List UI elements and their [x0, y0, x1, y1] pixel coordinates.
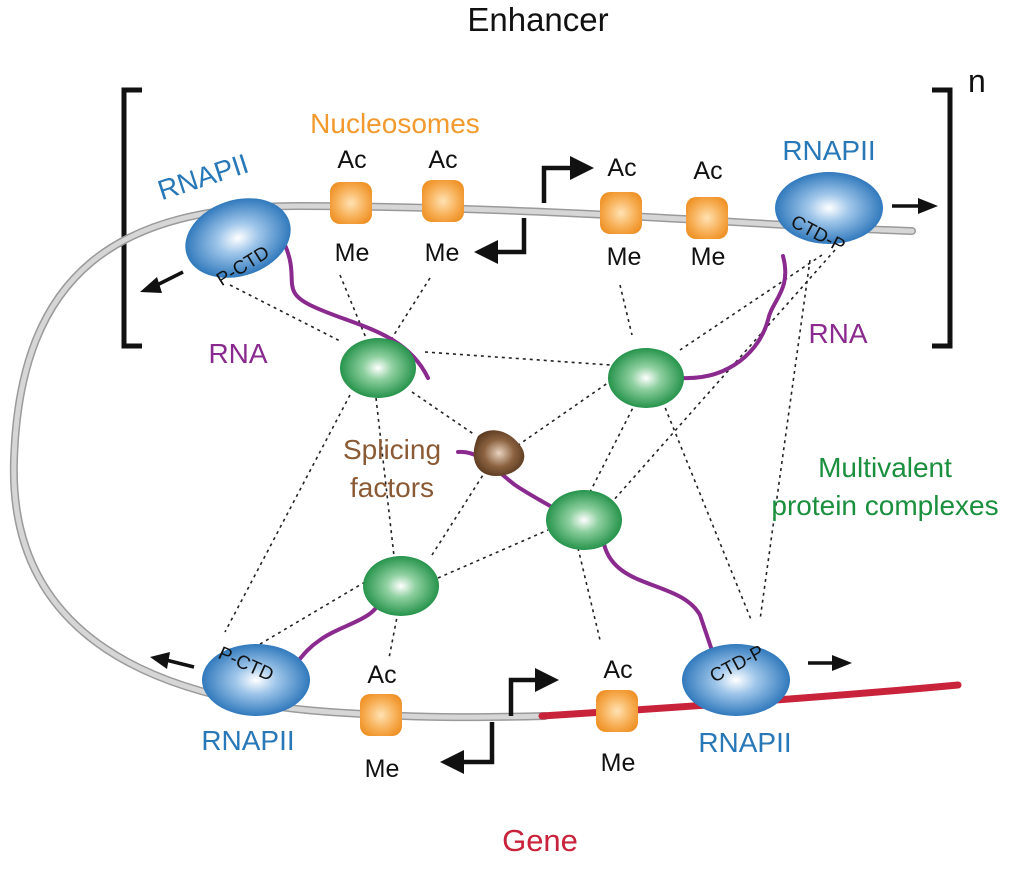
ac-mark: Ac [337, 146, 366, 174]
rnapii-top-left [185, 198, 291, 278]
nucleosome [686, 197, 728, 239]
multivalent-label-line2: protein complexes [771, 490, 998, 521]
ac-mark: Ac [603, 656, 632, 684]
enhancer-bracket-left [121, 87, 142, 349]
ac-mark: Ac [693, 157, 722, 185]
multivalent-label-line1: Multivalent [818, 452, 952, 483]
me-mark: Me [365, 755, 400, 783]
protein-complex [363, 556, 439, 616]
me-mark: Me [691, 243, 726, 271]
dna-strand [9, 201, 916, 722]
splicing-factor [473, 430, 525, 476]
me-mark: Me [601, 749, 636, 777]
rnapii-label-bottom-right: RNAPII [698, 727, 791, 758]
splicing-factors-label-line1: Splicing [343, 434, 441, 465]
rnapii-label-top-left: RNAPII [154, 148, 252, 206]
interaction-lines [224, 249, 836, 659]
ac-mark: Ac [428, 146, 457, 174]
tss-arrows [464, 165, 570, 765]
enhancer-title: Enhancer [467, 1, 608, 38]
rnapii-label-bottom-left: RNAPII [201, 725, 294, 756]
protein-complexes [340, 338, 684, 616]
protein-complex [546, 490, 622, 550]
ac-mark: Ac [367, 661, 396, 689]
nucleosome [422, 180, 464, 222]
gene-label: Gene [502, 823, 578, 858]
nucleosome [596, 690, 638, 732]
me-mark: Me [335, 239, 370, 267]
bracket-exponent: n [968, 63, 986, 99]
nucleosomes [330, 180, 728, 736]
rnapii-label-top-right: RNAPII [782, 135, 875, 166]
rna-label-right: RNA [808, 318, 867, 349]
rnapii-bottom-right [682, 644, 790, 716]
rna-label-left: RNA [208, 338, 267, 369]
nucleosome [360, 694, 402, 736]
splicing-factors-label-line2: factors [350, 472, 434, 503]
dna-strand-fill [11, 203, 915, 720]
enhancer-bracket-right [932, 87, 953, 349]
protein-complex [608, 348, 684, 408]
direction-arrows [140, 198, 938, 671]
protein-complex [340, 338, 416, 398]
me-mark: Me [607, 243, 642, 271]
nucleosome [600, 192, 642, 234]
rnapii-top-right [775, 172, 883, 244]
tss-arrowheads [440, 156, 594, 774]
me-mark: Me [425, 239, 460, 267]
nucleosome [330, 182, 372, 224]
nucleosomes-label: Nucleosomes [310, 108, 480, 139]
rnapii-bottom-left [202, 644, 310, 716]
ac-mark: Ac [607, 154, 636, 182]
rnapii-complexes [185, 172, 883, 716]
